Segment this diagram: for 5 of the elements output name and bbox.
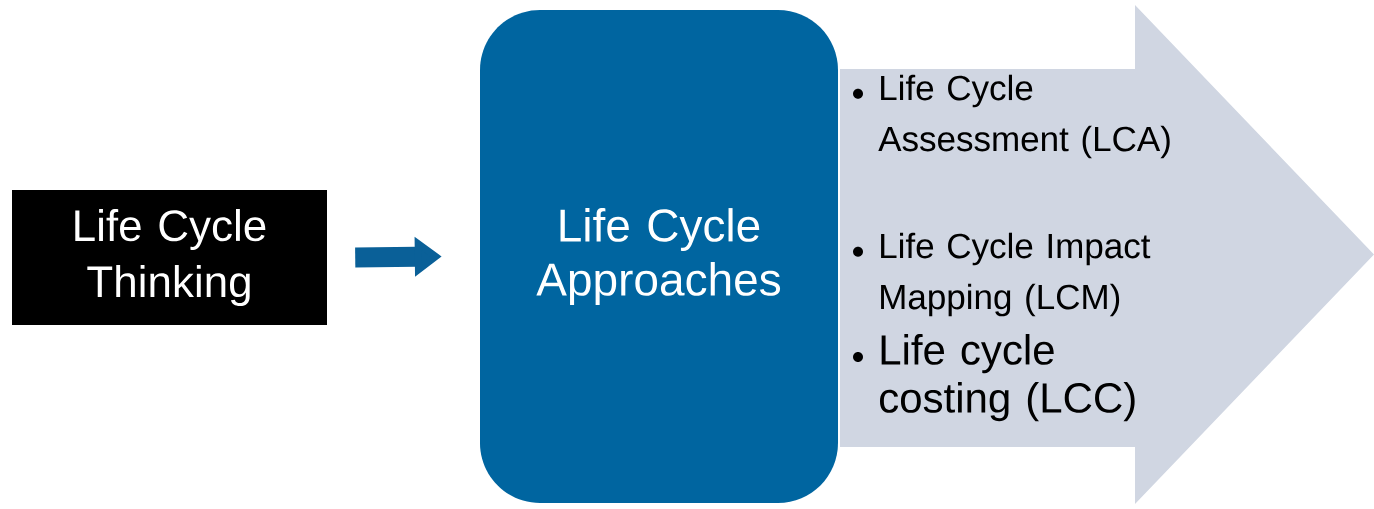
list-item: Life Cycle Impact Mapping (LCM) <box>881 232 1151 317</box>
text-box: Life Cycle Thinking <box>12 190 327 325</box>
process-box: Life Cycle Approaches <box>480 10 838 503</box>
list-item: Life cycle costing (LCC) <box>880 334 1135 422</box>
list-item: Life Cycle Assessment (LCA) <box>878 74 1170 159</box>
